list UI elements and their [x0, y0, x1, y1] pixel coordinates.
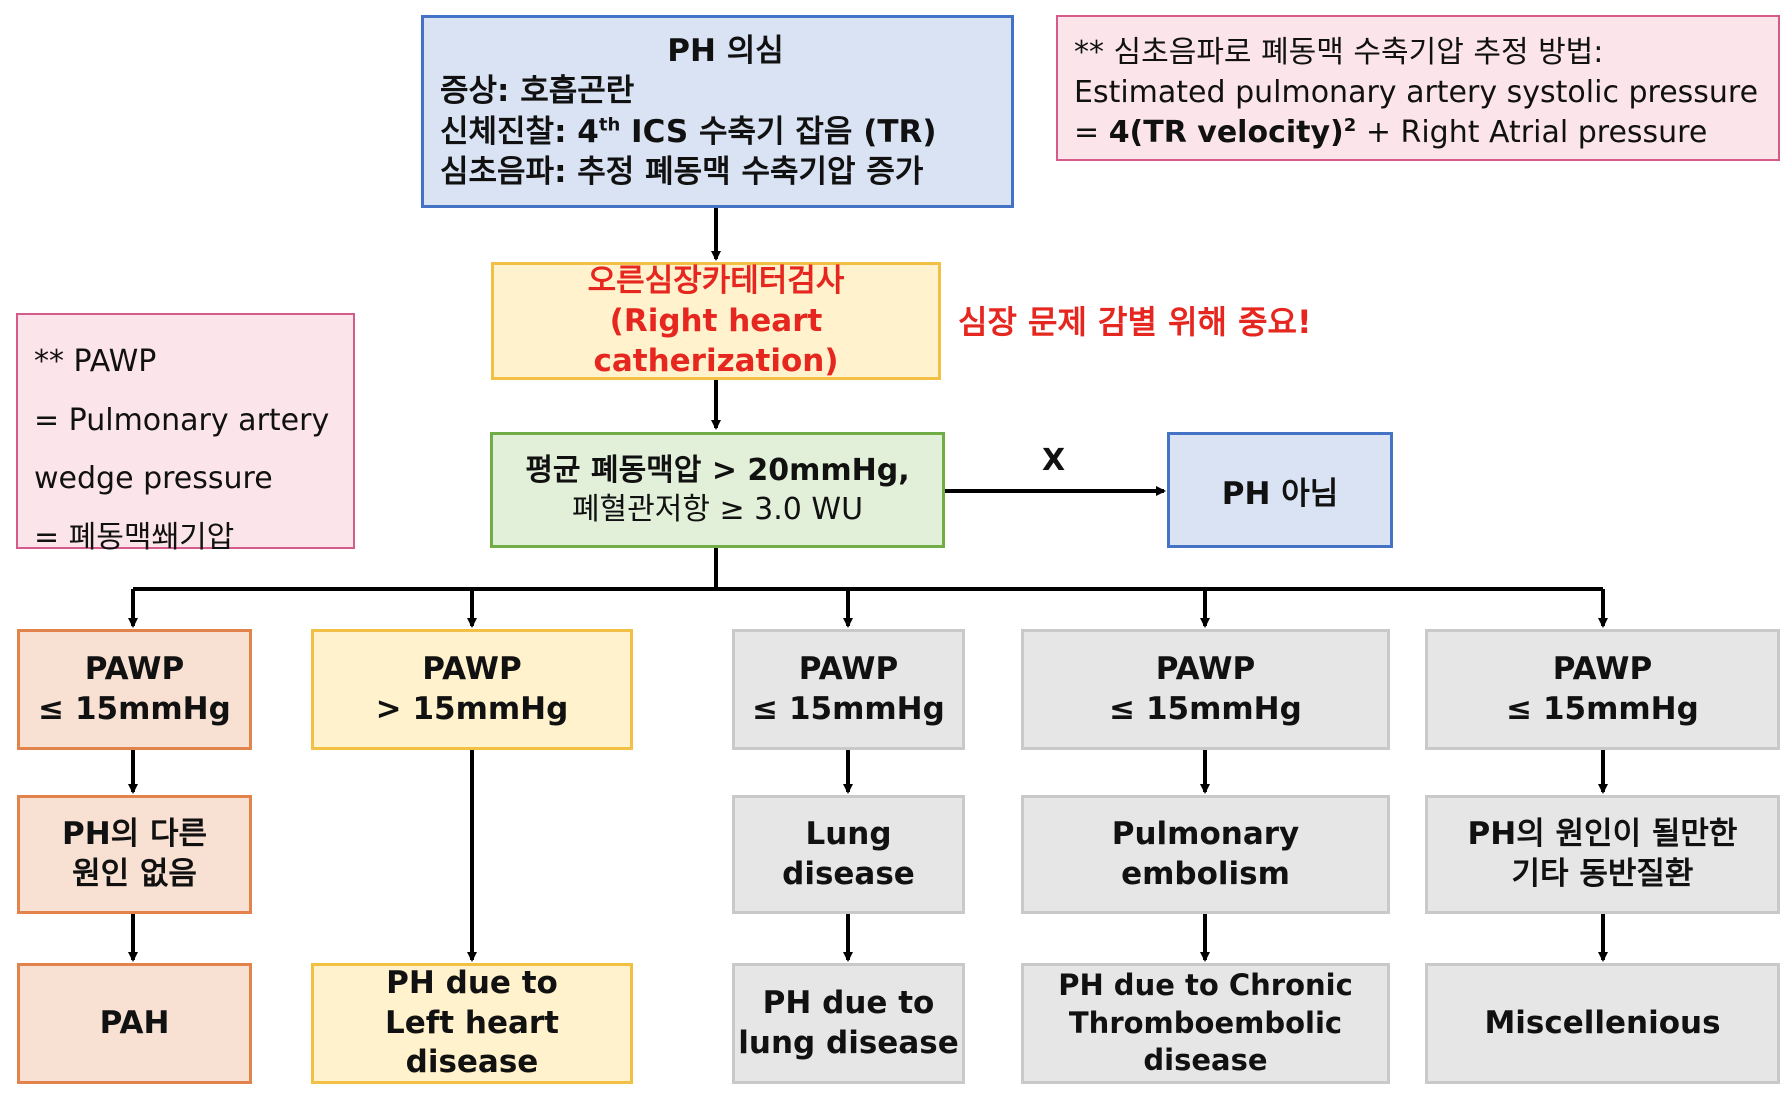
no-label: X — [1042, 443, 1066, 478]
branch-2-pawp-box: PAWP> 15mmHg — [311, 629, 633, 750]
physical-exam-line: 신체진찰: 4th ICS 수축기 잡음 (TR) — [440, 113, 937, 150]
echo-note-title: ** 심초음파로 폐동맥 수축기압 추정 방법: — [1074, 35, 1604, 70]
ph-suspicion-box: PH 의심 증상: 호흡곤란 신체진찰: 4th ICS 수축기 잡음 (TR)… — [421, 15, 1014, 208]
ph-suspicion-title: PH 의심 — [667, 32, 784, 69]
echo-estimation-note: ** 심초음파로 폐동맥 수축기압 추정 방법: Estimated pulmo… — [1056, 15, 1780, 161]
branch-1-result-box: PAH — [17, 963, 252, 1084]
right-heart-catheterization-box: 오른심장카테터검사 (Right heart catherization) — [491, 262, 941, 380]
branch-1-pawp-box: PAWP≤ 15mmHg — [17, 629, 252, 750]
branch-5-pawp-box: PAWP≤ 15mmHg — [1425, 629, 1780, 750]
symptom-line: 증상: 호흡곤란 — [440, 73, 635, 110]
branch-4-pawp-box: PAWP≤ 15mmHg — [1021, 629, 1390, 750]
branch-3-pawp-box: PAWP≤ 15mmHg — [732, 629, 965, 750]
echo-note-formula: = 4(TR velocity)2 + Right Atrial pressur… — [1074, 115, 1708, 151]
pulmonary-pressure-criteria-box: 평균 폐동맥압 > 20mmHg, 폐혈관저항 ≥ 3.0 WU — [490, 432, 945, 548]
pawp-definition-note: ** PAWP = Pulmonary artery wedge pressur… — [16, 313, 355, 555]
branch-4-middle-box: Pulmonary embolism — [1021, 795, 1390, 914]
rhc-importance-note: 심장 문제 감별 위해 중요! — [958, 303, 1312, 341]
branch-5-result-box: Miscellenious — [1425, 963, 1780, 1084]
echo-line: 심초음파: 추정 폐동맥 수축기압 증가 — [440, 153, 924, 190]
not-ph-box: PH 아님 — [1167, 432, 1393, 548]
echo-note-formula-label: Estimated pulmonary artery systolic pres… — [1074, 75, 1759, 111]
